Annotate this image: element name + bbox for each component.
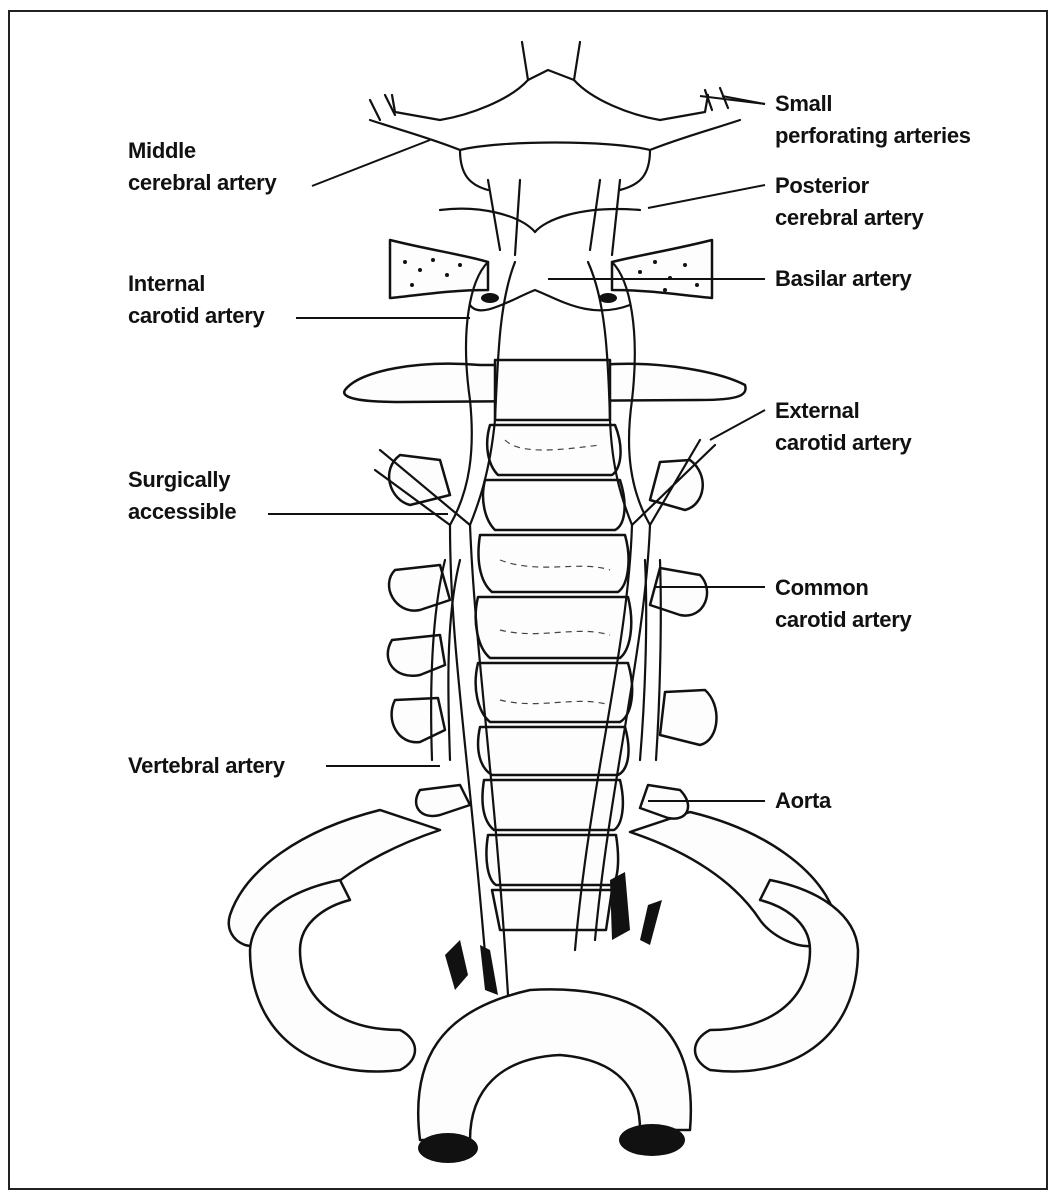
label-aorta: Aorta [775,785,831,817]
label-common-carotid-artery: Common carotid artery [775,572,911,636]
label-posterior-cerebral-artery: Posterior cerebral artery [775,170,923,234]
label-middle-cerebral-artery: Middle cerebral artery [128,135,276,199]
skull-base [390,240,712,298]
label-small-perforating-arteries: Small perforating arteries [775,88,971,152]
circle-of-willis [370,42,740,255]
label-external-carotid-artery: External carotid artery [775,395,911,459]
label-basilar-artery: Basilar artery [775,263,911,295]
label-surgically-accessible: Surgically accessible [128,464,236,528]
aorta-arch [418,989,691,1163]
label-vertebral-artery: Vertebral artery [128,750,285,782]
label-internal-carotid-artery: Internal carotid artery [128,268,264,332]
